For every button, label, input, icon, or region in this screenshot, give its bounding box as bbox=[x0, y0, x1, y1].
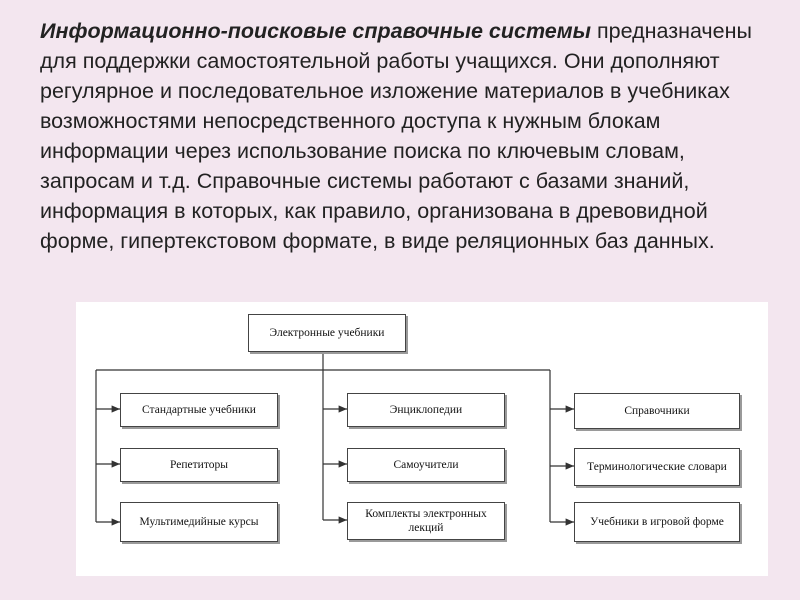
node-lecture-sets: Комплекты электронных лекций bbox=[347, 502, 505, 540]
node-encyclopedias: Энциклопедии bbox=[347, 393, 505, 427]
node-game-textbooks: Учебники в игровой форме bbox=[574, 502, 740, 542]
node-terminology-dictionaries: Терминологические словари bbox=[574, 448, 740, 486]
node-reference-books: Справочники bbox=[574, 393, 740, 429]
node-tutors: Репетиторы bbox=[120, 448, 278, 482]
node-root: Электронные учебники bbox=[248, 314, 406, 352]
slide-body: предназначены для поддержки самостоятель… bbox=[40, 19, 752, 253]
node-standard-textbooks: Стандартные учебники bbox=[120, 393, 278, 427]
hierarchy-diagram: Электронные учебники Стандартные учебник… bbox=[76, 302, 768, 576]
slide-title: Информационно-поисковые справочные систе… bbox=[40, 19, 592, 43]
node-multimedia-courses: Мультимедийные курсы bbox=[120, 502, 278, 542]
slide-text: Информационно-поисковые справочные систе… bbox=[40, 16, 770, 256]
node-self-study-guides: Самоучители bbox=[347, 448, 505, 482]
diagram-connectors bbox=[95, 352, 574, 526]
